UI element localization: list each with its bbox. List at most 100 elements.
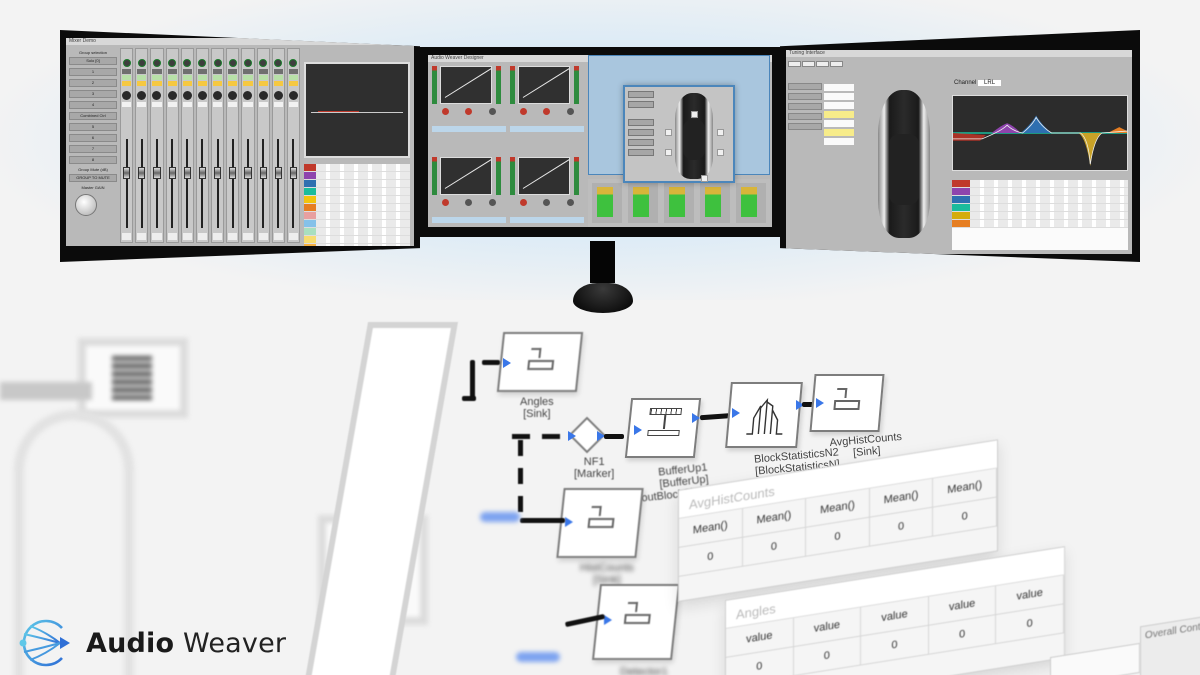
table-row[interactable]: [952, 180, 1128, 188]
group-button-3[interactable]: 3: [69, 90, 117, 98]
fader-handle[interactable]: [229, 167, 237, 179]
eq-button[interactable]: [122, 75, 132, 80]
table-row[interactable]: [304, 236, 410, 244]
side-button[interactable]: [788, 93, 822, 100]
solo-button[interactable]: [182, 81, 192, 86]
ratio-knob[interactable]: [543, 108, 551, 115]
table-row[interactable]: [304, 188, 410, 196]
trim-knob[interactable]: [228, 59, 237, 67]
input-port[interactable]: [503, 358, 511, 368]
eq-button[interactable]: [152, 75, 162, 80]
trim-knob[interactable]: [152, 59, 161, 67]
group-select-dropdown[interactable]: Solo [0]: [69, 57, 117, 65]
solo-button[interactable]: [152, 81, 162, 86]
rear-left-button[interactable]: [628, 139, 654, 146]
trim-knob[interactable]: [168, 59, 177, 67]
eq-button[interactable]: [197, 75, 208, 80]
group-mute-field[interactable]: GROUP TO MUTE: [69, 174, 117, 182]
toolbar-button[interactable]: [802, 61, 815, 67]
channel-dropdown[interactable]: LRL: [978, 80, 1002, 86]
driver-button[interactable]: [628, 119, 654, 126]
solo-button[interactable]: [273, 81, 283, 86]
output-port[interactable]: [692, 413, 700, 423]
gain-knob[interactable]: [488, 108, 496, 115]
table-row[interactable]: [952, 220, 1128, 228]
side-button[interactable]: [788, 113, 822, 120]
gain-knob[interactable]: [488, 199, 496, 206]
toolbar-button[interactable]: [816, 61, 829, 67]
pass-button[interactable]: [628, 129, 654, 136]
front-seat-button[interactable]: [628, 91, 654, 98]
mute-button[interactable]: [137, 69, 147, 74]
fader-handle[interactable]: [138, 167, 146, 179]
gain-knob[interactable]: [566, 108, 574, 115]
group-button-8[interactable]: 8: [69, 156, 117, 164]
group-button-4[interactable]: 4: [69, 101, 117, 109]
trim-knob[interactable]: [213, 59, 222, 67]
table-row[interactable]: [304, 172, 410, 180]
table-row[interactable]: [304, 180, 410, 188]
combined-control-button[interactable]: Combined Ctrl: [69, 112, 117, 120]
table-row[interactable]: [304, 164, 410, 172]
eq-button[interactable]: [137, 75, 147, 80]
rear-seat-button[interactable]: [628, 101, 654, 108]
eq-button[interactable]: [243, 75, 253, 80]
side-button[interactable]: [788, 123, 822, 130]
speaker-marker[interactable]: [717, 149, 724, 156]
table-row[interactable]: [952, 212, 1128, 220]
solo-button[interactable]: [228, 81, 238, 86]
fader-handle[interactable]: [274, 167, 282, 179]
speaker-marker[interactable]: [665, 149, 672, 156]
mute-button[interactable]: [182, 69, 192, 74]
table-row[interactable]: [304, 228, 410, 236]
pan-knob[interactable]: [273, 91, 283, 100]
input-port[interactable]: [565, 517, 573, 527]
ratio-knob[interactable]: [465, 108, 473, 115]
mute-button[interactable]: [122, 69, 132, 74]
toolbar-button[interactable]: [788, 61, 801, 67]
trim-knob[interactable]: [122, 59, 131, 67]
table-row[interactable]: [304, 244, 410, 246]
input-port[interactable]: [568, 431, 576, 441]
master-gain-knob[interactable]: [75, 194, 97, 216]
blockstatisticsn2-block[interactable]: [725, 382, 803, 448]
fader-handle[interactable]: [214, 167, 222, 179]
mute-button[interactable]: [152, 69, 162, 74]
table-row[interactable]: [304, 204, 410, 212]
trim-knob[interactable]: [259, 59, 268, 67]
group-button-5[interactable]: 5: [69, 123, 117, 131]
threshold-knob[interactable]: [520, 108, 528, 115]
input-port[interactable]: [604, 615, 612, 625]
speaker-marker[interactable]: [691, 111, 698, 118]
trim-knob[interactable]: [274, 59, 283, 67]
table-row[interactable]: [952, 188, 1128, 196]
fader-handle[interactable]: [198, 167, 207, 179]
pan-knob[interactable]: [122, 91, 132, 100]
list-item[interactable]: [824, 93, 854, 100]
table-row[interactable]: [304, 220, 410, 228]
mute-button[interactable]: [288, 69, 299, 74]
side-button[interactable]: [788, 103, 822, 110]
group-button-6[interactable]: 6: [69, 134, 117, 142]
mute-button[interactable]: [228, 69, 238, 74]
toolbar-button[interactable]: [830, 61, 843, 67]
solo-button[interactable]: [167, 81, 177, 86]
group-button-1[interactable]: 1: [69, 68, 117, 76]
list-item[interactable]: [824, 102, 854, 109]
list-item[interactable]: [824, 111, 854, 118]
output-port[interactable]: [796, 400, 804, 410]
solo-button[interactable]: [288, 81, 299, 86]
pan-knob[interactable]: [228, 91, 238, 100]
speaker-marker[interactable]: [665, 129, 672, 136]
fader-handle[interactable]: [259, 167, 267, 179]
rear-right-button[interactable]: [628, 149, 654, 156]
group-button-7[interactable]: 7: [69, 145, 117, 153]
pan-knob[interactable]: [197, 91, 207, 100]
eq-button[interactable]: [167, 75, 177, 80]
threshold-knob[interactable]: [520, 199, 528, 206]
speaker-marker[interactable]: [701, 175, 708, 182]
eq-button[interactable]: [258, 75, 268, 80]
speaker-marker[interactable]: [717, 129, 724, 136]
eq-button[interactable]: [182, 75, 192, 80]
mute-button[interactable]: [258, 69, 268, 74]
